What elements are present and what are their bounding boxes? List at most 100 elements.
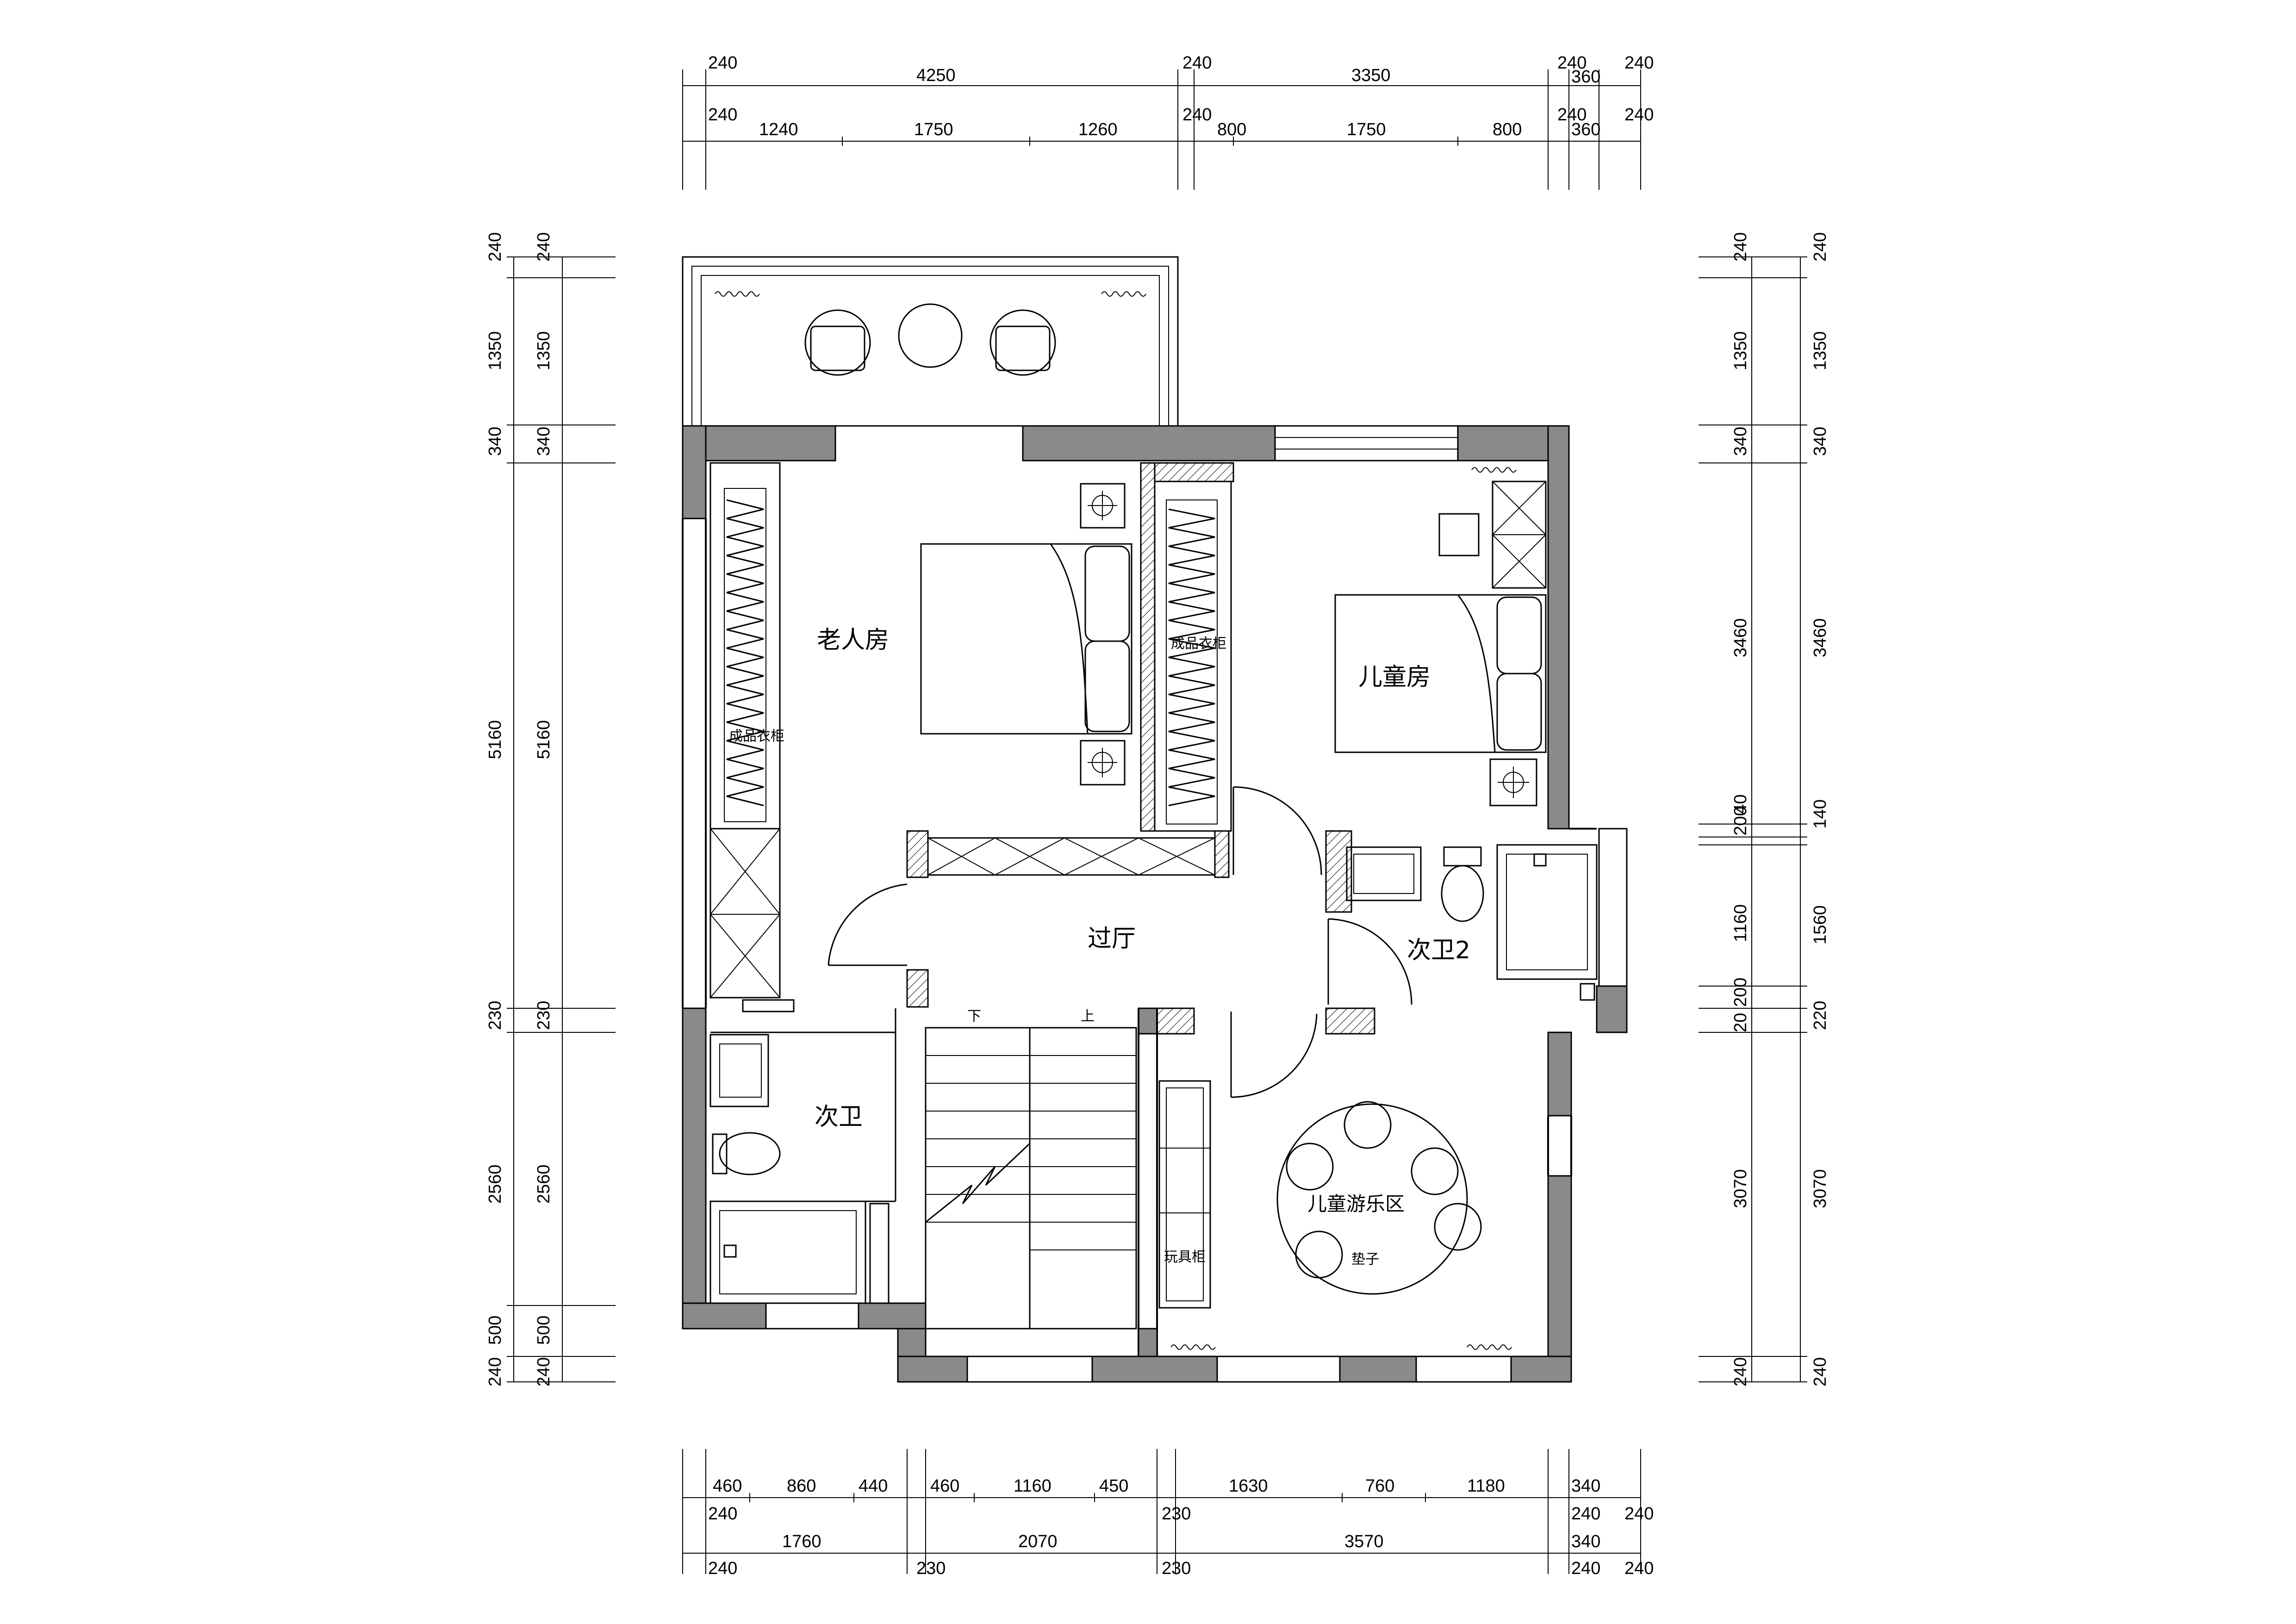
dim-top-3: 240 — [1182, 53, 1212, 73]
bath2-shower — [1496, 844, 1598, 980]
bath1-fixtures — [709, 999, 896, 1304]
dim-bot4-5: 240 — [1624, 1559, 1654, 1578]
dim-top-6: 360 — [1571, 67, 1600, 87]
dim-right-out-2: 1350 — [1811, 331, 1830, 370]
dim-top2-4: 1260 — [1078, 120, 1118, 139]
dim-left-in-6: 2560 — [534, 1164, 554, 1204]
dim-bot-4: 460 — [930, 1476, 959, 1496]
bath2-toilet-tank — [1443, 846, 1482, 867]
dim-left-7: 500 — [485, 1316, 505, 1345]
dim-right-6: 40 — [1731, 794, 1750, 814]
window-play-bottom-2 — [1415, 1355, 1512, 1383]
play-mat — [1276, 1103, 1468, 1295]
dim-bot4-2: 230 — [916, 1559, 946, 1578]
bath2-sink — [1346, 846, 1422, 901]
elder-bed — [920, 483, 1132, 786]
dim-right-out-8: 3070 — [1811, 1169, 1830, 1208]
stairs: 下 上 — [925, 1008, 1137, 1330]
stair-down-label: 下 — [967, 1008, 981, 1024]
elder-nightstand-top — [1080, 483, 1126, 529]
elder-wardrobe: 成品衣柜 — [709, 462, 784, 999]
hall-cabinet — [927, 837, 1216, 876]
dim-left-in-7: 500 — [534, 1316, 554, 1345]
kids-chair — [1438, 513, 1480, 556]
bath2-toilet — [1441, 865, 1484, 922]
dim-right-2: 1350 — [1731, 331, 1750, 370]
dim-top2-1: 240 — [708, 105, 737, 125]
dim-right-out-7: 220 — [1811, 1001, 1830, 1030]
dim-bot-8: 760 — [1365, 1476, 1394, 1496]
dim-bot4-4: 240 — [1571, 1559, 1600, 1578]
dim-top-1: 240 — [708, 53, 737, 73]
bath1-sink — [709, 1034, 769, 1107]
dim-bot4-3: 230 — [1162, 1559, 1191, 1578]
dim-left-in-3: 340 — [534, 427, 554, 456]
kids-room-furniture — [1334, 481, 1547, 806]
mat-label: 垫子 — [1351, 1251, 1379, 1268]
dim-top2-10: 360 — [1571, 120, 1600, 139]
dim-left-1: 240 — [485, 232, 505, 262]
kids-wardrobe: 成品衣柜 — [1154, 481, 1232, 832]
dim-right-4: 3460 — [1731, 618, 1750, 657]
dim-bot2-1: 240 — [708, 1504, 737, 1524]
kids-nightstand — [1489, 758, 1537, 806]
dim-bot2-4: 240 — [1624, 1504, 1654, 1524]
dim-bot2-3: 240 — [1571, 1504, 1600, 1524]
dim-bot-10: 340 — [1571, 1476, 1600, 1496]
stair-up-label: 上 — [1081, 1008, 1095, 1024]
dim-right-out-5: 140 — [1811, 800, 1830, 829]
dim-right-out-6: 1560 — [1811, 905, 1830, 944]
play-area: 玩具柜 儿童游乐区 垫子 — [1158, 1080, 1482, 1309]
dim-right-5: 200 — [1731, 806, 1750, 836]
window-play-bottom — [1216, 1355, 1341, 1383]
dim-bot-9: 1180 — [1467, 1476, 1505, 1496]
dim-left-2: 1350 — [485, 331, 505, 370]
dim-right-3: 340 — [1731, 427, 1750, 456]
left-dimensions: 240 1350 340 5160 230 2560 500 240 240 1… — [485, 232, 616, 1387]
dim-top2-8: 800 — [1493, 120, 1522, 139]
dim-left-3: 340 — [485, 427, 505, 456]
room-label-hall: 过厅 — [1088, 925, 1136, 953]
dim-right-7: 1160 — [1731, 904, 1750, 942]
dim-left-in-1: 240 — [534, 232, 554, 262]
dim-left-in-5: 230 — [534, 1001, 554, 1030]
dim-bot3-3: 3570 — [1344, 1532, 1384, 1551]
kids-bed — [1334, 594, 1547, 753]
kids-wardrobe-label: 成品衣柜 — [1171, 636, 1226, 652]
dim-right-out-9: 240 — [1811, 1357, 1830, 1387]
dim-left-8: 240 — [485, 1357, 505, 1387]
dim-left-4: 5160 — [485, 720, 505, 759]
window-stair-bottom — [966, 1355, 1093, 1383]
dim-right-8: 200 — [1731, 978, 1750, 1007]
bath1-tub — [709, 1200, 866, 1304]
room-label-bath2: 次卫2 — [1407, 937, 1470, 964]
dim-bot-3: 440 — [859, 1476, 888, 1496]
dim-right-out-3: 340 — [1811, 427, 1830, 456]
window-kids-top — [1274, 425, 1459, 462]
toy-cabinet — [1158, 1080, 1211, 1309]
dim-left-in-2: 1350 — [534, 331, 554, 370]
balcony — [682, 256, 1179, 427]
bath2-fixtures — [1346, 844, 1598, 1001]
hall-doors — [828, 786, 1412, 1098]
dim-left-5: 230 — [485, 1001, 505, 1030]
dim-bot4-1: 240 — [708, 1559, 737, 1578]
dim-left-6: 2560 — [485, 1164, 505, 1204]
room-label-kids: 儿童房 — [1358, 663, 1431, 691]
bottom-dimensions: 460 860 440 460 1160 450 1630 760 1180 3… — [682, 1449, 1654, 1578]
dim-right-1: 240 — [1731, 232, 1750, 262]
balcony-chair-right — [989, 309, 1056, 376]
dim-bot-6: 450 — [1099, 1476, 1128, 1496]
dim-bot3-2: 2070 — [1018, 1532, 1058, 1551]
dim-right-out-1: 240 — [1811, 232, 1830, 262]
top-dimensions: 240 4250 240 3350 240 360 240 240 1240 1… — [682, 53, 1654, 190]
dim-top2-9: 240 — [1557, 105, 1587, 125]
dim-left-in-8: 240 — [534, 1357, 554, 1387]
dim-left-in-4: 5160 — [534, 720, 554, 759]
room-label-elder: 老人房 — [817, 626, 889, 654]
dim-top2-2: 1240 — [759, 120, 798, 139]
dim-bot3-1: 1760 — [782, 1532, 821, 1551]
dim-top2-7: 1750 — [1347, 120, 1386, 139]
dim-top2-6: 800 — [1217, 120, 1246, 139]
dim-right-10: 3070 — [1731, 1169, 1750, 1208]
